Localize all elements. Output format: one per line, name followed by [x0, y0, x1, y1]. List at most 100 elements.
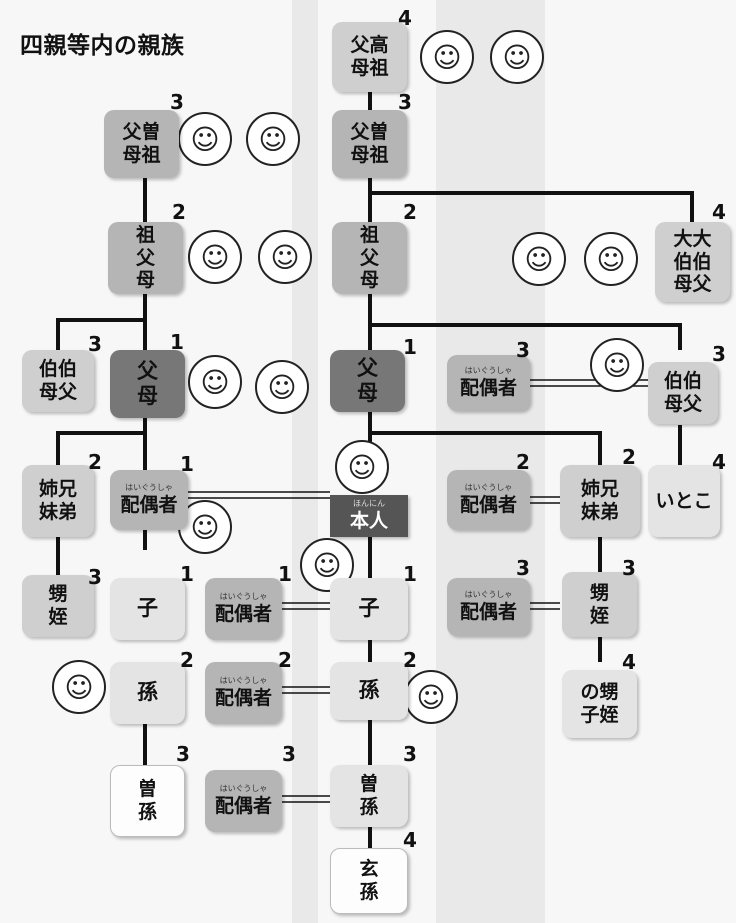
node-ruby: はいぐうしゃ [219, 784, 268, 794]
great-grandmother-face-icon: ☺ [246, 112, 300, 166]
node-uncle-aunt: 伯伯 母父 [22, 350, 94, 412]
node-grandparents: 祖 父 母 [332, 222, 407, 294]
node-nephew-niece: 甥 姪 [22, 575, 94, 637]
degree-number: 2 [180, 648, 194, 672]
node-cousin: いとこ [648, 465, 720, 537]
grandmother-face-icon: ☺ [258, 230, 312, 284]
degree-number: 3 [516, 556, 530, 580]
degree-number: 1 [180, 452, 194, 476]
node-label: 玄 孫 [359, 858, 379, 903]
node-ruby: はいぐうしゃ [464, 483, 513, 493]
node-nephew-niece: 甥 姪 [562, 572, 637, 637]
degree-number: 3 [398, 90, 412, 114]
node-label: 配偶者 [214, 602, 272, 625]
great-great-grandmother-face-icon: ☺ [490, 30, 544, 84]
node-nephew-child: の甥 子姪 [562, 670, 637, 738]
degree-number: 3 [516, 338, 530, 362]
degree-number: 4 [398, 6, 412, 30]
node-spouse: はいぐうしゃ 配偶者 [110, 470, 188, 530]
node-child: 子 [330, 578, 408, 640]
node-label: 曽 孫 [359, 773, 379, 818]
grandchild-face-icon: ☺ [404, 670, 458, 724]
degree-number: 3 [622, 556, 636, 580]
degree-number: 2 [403, 200, 417, 224]
node-uncle-aunt: 伯伯 母父 [648, 362, 718, 424]
node-label: の甥 子姪 [580, 681, 619, 726]
node-self: ほんにん 本人 [330, 495, 408, 537]
great-great-grandfather-face-icon: ☺ [420, 30, 474, 84]
node-siblings: 姉兄 妹弟 [560, 465, 640, 537]
degree-number: 2 [278, 648, 292, 672]
node-great-uncles-aunts: 大大 伯伯 母父 [655, 222, 730, 302]
uncle-face-icon: ☺ [590, 338, 644, 392]
node-great-grandchild: 曽 孫 [330, 765, 408, 827]
node-label: 伯伯 母父 [38, 358, 77, 403]
column-stripe [545, 0, 736, 923]
node-uncle-spouse: はいぐうしゃ 配偶者 [447, 355, 530, 411]
node-grandparents: 祖 父 母 [108, 222, 183, 294]
father-face-icon: ☺ [188, 355, 242, 409]
node-child: 子 [110, 578, 185, 640]
grandfather-face-icon: ☺ [188, 230, 242, 284]
node-label: 配偶者 [214, 794, 272, 817]
degree-number: 2 [88, 450, 102, 474]
node-label: 甥 姪 [589, 581, 609, 627]
node-label: 配偶者 [459, 493, 517, 516]
node-great-grandparents: 父曽 母祖 [104, 110, 179, 178]
degree-number: 2 [172, 200, 186, 224]
degree-number: 3 [88, 565, 102, 589]
node-siblings: 姉兄 妹弟 [22, 465, 94, 537]
node-label: 配偶者 [459, 600, 517, 623]
node-ruby: はいぐうしゃ [125, 483, 173, 493]
node-label: 姉兄 妹弟 [38, 478, 77, 523]
node-label: 配偶者 [459, 376, 517, 399]
node-grandchild-spouse: はいぐうしゃ 配偶者 [205, 662, 282, 724]
node-grandchild: 孫 [110, 662, 185, 724]
node-label: 孫 [137, 680, 158, 705]
node-label: 子 [137, 596, 158, 621]
node-label: 祖 父 母 [135, 223, 155, 292]
node-nephew-spouse: はいぐうしゃ 配偶者 [447, 578, 530, 636]
node-great-grandparents: 父曽 母祖 [332, 110, 407, 178]
degree-number: 3 [176, 742, 190, 766]
child-face-icon: ☺ [300, 538, 354, 592]
node-label: 曽 孫 [137, 778, 157, 823]
degree-number: 3 [712, 342, 726, 366]
degree-number: 1 [180, 562, 194, 586]
node-label: 伯伯 母父 [663, 370, 702, 415]
grandchild-face-icon: ☺ [52, 660, 106, 714]
node-label: 父 母 [137, 358, 158, 408]
node-parents: 父 母 [110, 350, 185, 418]
great-grandfather-face-icon: ☺ [178, 112, 232, 166]
degree-number: 3 [403, 742, 417, 766]
degree-number: 2 [403, 648, 417, 672]
node-grandchild: 孫 [330, 662, 408, 720]
degree-number: 3 [282, 742, 296, 766]
node-label: 大大 伯伯 母父 [673, 227, 712, 296]
node-ruby: はいぐうしゃ [219, 676, 268, 686]
node-label: 子 [358, 596, 380, 621]
diagram-title: 四親等内の親族 [20, 33, 185, 59]
node-ruby: はいぐうしゃ [464, 590, 513, 600]
degree-number: 1 [170, 330, 184, 354]
node-label: 甥 姪 [48, 583, 68, 628]
degree-number: 4 [712, 200, 726, 224]
degree-number: 2 [516, 450, 530, 474]
degree-number: 1 [403, 562, 417, 586]
node-great-great-grandchild: 玄 孫 [330, 848, 408, 914]
node-label: 配偶者 [120, 493, 178, 516]
great-uncle-face-icon: ☺ [512, 232, 566, 286]
degree-number: 1 [278, 562, 292, 586]
node-sibling-spouse: はいぐうしゃ 配偶者 [447, 470, 530, 530]
degree-number: 4 [403, 828, 417, 852]
node-great-great-grandparents: 父高 母祖 [332, 22, 407, 92]
degree-number: 3 [170, 90, 184, 114]
node-ruby: はいぐうしゃ [464, 366, 513, 376]
self-face-icon: ☺ [335, 440, 389, 494]
node-ruby: はいぐうしゃ [219, 592, 268, 602]
node-parents: 父 母 [330, 350, 405, 412]
node-label: いとこ [655, 489, 713, 512]
degree-number: 1 [403, 335, 417, 359]
node-label: 祖 父 母 [359, 223, 379, 292]
node-label: 父 母 [357, 355, 378, 405]
